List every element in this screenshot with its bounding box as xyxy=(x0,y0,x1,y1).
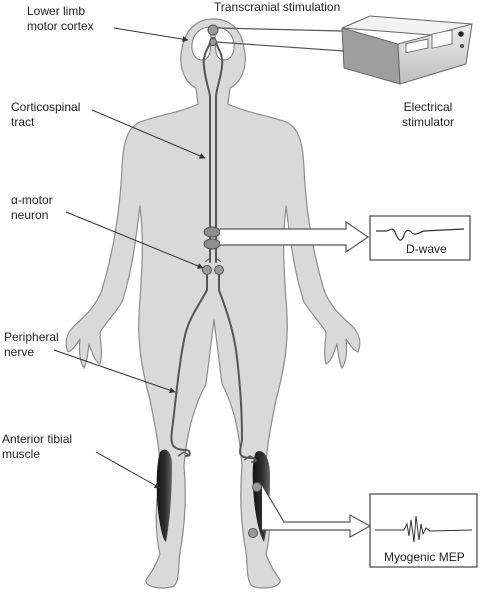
d-wave-trace xyxy=(376,228,465,241)
leader-motor-cortex xyxy=(113,27,189,43)
synapse-left xyxy=(204,256,211,263)
stimulator-display xyxy=(405,38,429,54)
neuromuscular-junction-left xyxy=(177,451,191,457)
d-wave-box xyxy=(369,215,471,261)
leader-alpha-motor-neuron xyxy=(65,211,204,269)
label-corticospinal-line2: tract xyxy=(11,115,35,129)
label-lower-limb-motor-cortex: Lower limb motor cortex xyxy=(27,4,94,34)
cortex-electrode-lower xyxy=(209,38,217,46)
label-peripheral-nerve: Peripheral nerve xyxy=(4,330,59,360)
stimulator-knob-icon xyxy=(458,31,464,37)
label-anterior-line1: Anterior tibial xyxy=(2,432,73,446)
corticospinal-tract-right xyxy=(213,37,224,263)
leader-peripheral-nerve xyxy=(53,349,176,394)
label-leaders xyxy=(53,27,206,489)
cortex-electrode-top xyxy=(207,24,219,36)
label-transcranial-stimulation: Transcranial stimulation xyxy=(214,0,341,14)
myogenic-mep-trace xyxy=(375,515,473,543)
neuromuscular-junction-right xyxy=(243,455,257,461)
label-anterior-tibial-muscle: Anterior tibial muscle xyxy=(2,432,72,462)
label-d-wave: D-wave xyxy=(406,242,447,256)
label-alpha-line2: neuron xyxy=(11,208,49,222)
alpha-motor-neuron-right xyxy=(214,265,224,275)
label-myogenic-mep: Myogenic MEP xyxy=(384,550,465,564)
label-motor-cortex-line1: Lower limb xyxy=(27,4,86,18)
label-peripheral-line1: Peripheral xyxy=(4,330,59,344)
stimulator-panel xyxy=(431,29,453,49)
body-outline xyxy=(65,18,361,589)
stimulator-lead-upper xyxy=(217,27,343,32)
label-stimulator-line2: stimulator xyxy=(402,115,455,129)
label-stimulator-line1: Electrical xyxy=(403,100,453,114)
label-alpha-line1: α-motor xyxy=(11,193,53,207)
d-wave-hollow-arrow xyxy=(220,220,370,254)
peripheral-nerve-left xyxy=(170,270,208,457)
muscle-left-leg xyxy=(156,449,172,542)
label-alpha-motor-neuron: α-motor neuron xyxy=(11,193,53,223)
label-corticospinal-tract: Corticospinal tract xyxy=(11,100,80,130)
corticospinal-tract-left xyxy=(202,37,213,263)
stimulator-lead-lower xyxy=(215,41,345,52)
epidural-electrode-lower xyxy=(203,238,221,250)
label-motor-cortex-line2: motor cortex xyxy=(27,19,94,33)
leader-anterior-tibial-muscle xyxy=(95,451,161,489)
stimulator-light-icon xyxy=(460,44,464,48)
label-corticospinal-line1: Corticospinal xyxy=(11,100,81,114)
alpha-motor-neuron-left xyxy=(202,265,212,275)
label-peripheral-line2: nerve xyxy=(4,345,35,359)
myogenic-mep-hollow-arrow xyxy=(261,484,372,539)
muscle-electrode-lower xyxy=(248,528,258,538)
electrical-stimulator-device xyxy=(215,15,473,85)
label-electrical-stimulator: Electrical stimulator xyxy=(402,100,454,130)
label-anterior-line2: muscle xyxy=(2,447,41,461)
synapse-right xyxy=(215,256,222,263)
muscle-electrode-upper xyxy=(252,482,262,492)
human-body-silhouette xyxy=(65,18,361,589)
epidural-electrode-upper xyxy=(203,226,221,238)
leader-corticospinal-tract xyxy=(91,109,206,159)
stimulator-side-face xyxy=(341,27,401,85)
